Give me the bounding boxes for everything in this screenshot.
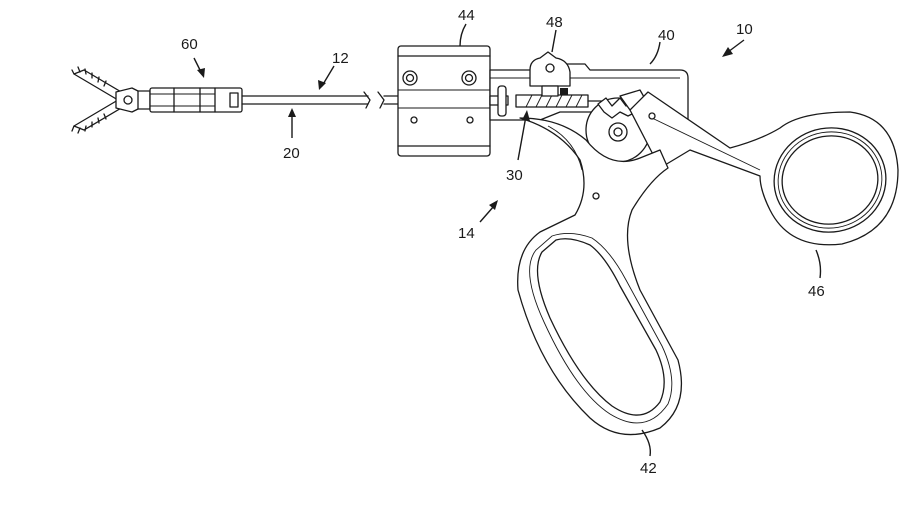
stationary-handle (518, 118, 682, 435)
shaft-coupling (150, 88, 242, 112)
label-shaft-axis: 20 (283, 145, 300, 162)
label-shaft: 12 (332, 50, 349, 67)
label-stationary-handle: 42 (640, 460, 657, 477)
label-handle-assembly: 14 (458, 225, 475, 242)
label-rotation-knob: 44 (458, 7, 475, 24)
label-lock-button: 48 (546, 14, 563, 31)
end-effector-jaws (72, 67, 150, 133)
rotation-knob (398, 46, 490, 156)
label-housing: 40 (658, 27, 675, 44)
elongated-shaft (242, 92, 400, 108)
label-movable-handle: 46 (808, 283, 825, 300)
label-instrument: 10 (736, 21, 753, 38)
label-end-effector: 60 (181, 36, 198, 53)
label-actuator: 30 (506, 167, 523, 184)
movable-handle (630, 92, 898, 245)
